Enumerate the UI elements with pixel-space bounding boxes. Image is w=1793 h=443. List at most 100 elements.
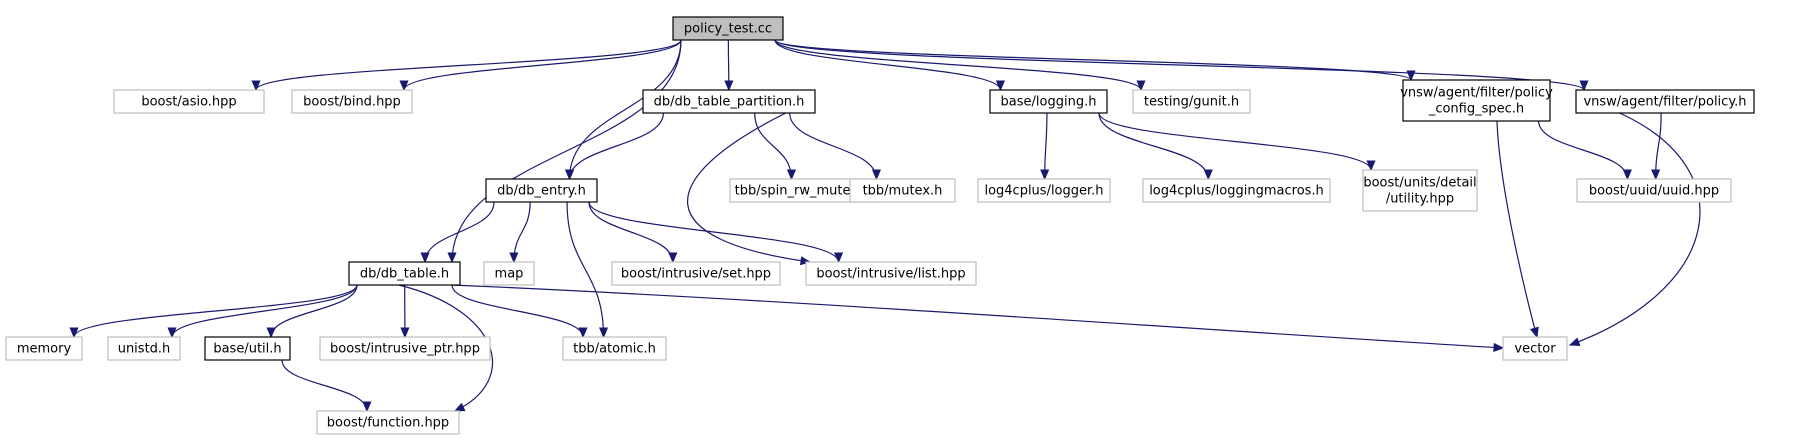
arrowhead-icon: [578, 327, 588, 339]
edge-base_logging-to-logger: [1040, 112, 1050, 181]
edge-line: [451, 39, 682, 263]
arrowhead-icon: [1651, 169, 1661, 181]
arrowhead-icon: [399, 80, 409, 92]
node-label: boost/asio.hpp: [141, 95, 236, 110]
node-map: map: [483, 261, 535, 286]
node-box: [1362, 169, 1478, 212]
arrowhead-icon: [565, 169, 575, 181]
node-box: [113, 89, 265, 114]
edge-line: [451, 284, 584, 338]
node-box: [1502, 336, 1568, 361]
edge-policy_config_spec-to-vector: [1496, 120, 1539, 339]
node-box: [849, 178, 956, 203]
node-box: [1142, 178, 1331, 203]
edge-db_table-to-tbb_atomic: [451, 284, 588, 339]
node-asio: boost/asio.hpp: [113, 89, 265, 114]
arrowhead-icon: [453, 402, 466, 412]
node-intrusive-set: boost/intrusive/set.hpp: [611, 261, 781, 286]
node-spin-rw-mutex: tbb/spin_rw_mutex.h: [729, 178, 876, 203]
edge-policy_config_spec-to-uuid: [1538, 120, 1632, 181]
arrowhead-icon: [400, 327, 410, 339]
arrowhead-icon: [251, 80, 261, 92]
node-box: [485, 178, 598, 203]
node-db-table[interactable]: db/db_table.h: [348, 261, 461, 286]
node-box: [805, 261, 977, 286]
arrowhead-icon: [668, 252, 678, 264]
edge-line: [789, 112, 878, 180]
node-tbb-atomic: tbb/atomic.h: [562, 336, 667, 361]
edge-base_logging-to-loggingmacros: [1098, 112, 1213, 181]
node-label: tbb/mutex.h: [863, 184, 943, 199]
arrowhead-icon: [1579, 80, 1589, 92]
node-loggingmacros: log4cplus/loggingmacros.h: [1142, 178, 1331, 203]
edge-policy_test-to-policy_config_spec: [774, 39, 1416, 82]
edge-line: [281, 359, 368, 412]
edge-line: [255, 39, 682, 91]
node-label: boost/intrusive_ptr.hpp: [330, 342, 480, 357]
arrowhead-icon: [266, 327, 276, 339]
node-db-entry[interactable]: db/db_entry.h: [485, 178, 598, 203]
arrowhead-icon: [871, 169, 882, 181]
arrowhead-icon: [447, 252, 457, 264]
edge-db_table-to-unistd: [167, 284, 358, 339]
edge-line: [1044, 112, 1048, 180]
edge-db_entry-to-intrusive_set: [588, 201, 678, 264]
node-box: [989, 89, 1108, 114]
arrowhead-icon: [786, 169, 797, 181]
arrowhead-icon: [1622, 169, 1632, 181]
edge-line: [451, 284, 1504, 349]
node-box: [1132, 89, 1251, 114]
arrowhead-icon: [69, 327, 79, 339]
edge-line: [1538, 120, 1628, 180]
arrowhead-icon: [509, 252, 519, 264]
node-box: [107, 336, 181, 361]
node-logger: log4cplus/logger.h: [977, 178, 1111, 203]
node-memory: memory: [5, 336, 83, 361]
edge-line: [588, 201, 840, 263]
node-policy-config-spec[interactable]: vnsw/agent/filter/policy_config_spec.h: [1400, 79, 1553, 122]
node-label: map: [495, 267, 524, 282]
arrowhead-icon: [724, 80, 734, 92]
node-box: [562, 336, 667, 361]
node-base-util[interactable]: base/util.h: [204, 336, 291, 361]
arrowhead-icon: [598, 327, 609, 339]
node-policy-h[interactable]: vnsw/agent/filter/policy.h: [1575, 89, 1755, 114]
edge-line: [774, 39, 1002, 91]
node-intrusive-ptr: boost/intrusive_ptr.hpp: [319, 336, 491, 361]
edges-layer: [69, 39, 1701, 413]
node-vector: vector: [1502, 336, 1568, 361]
edge-policy_test-to-db_table: [447, 39, 682, 264]
node-bind: boost/bind.hpp: [291, 89, 413, 114]
node-label: log4cplus/logger.h: [984, 184, 1103, 199]
node-box: [977, 178, 1111, 203]
edge-line: [1496, 120, 1538, 338]
edge-line: [403, 39, 682, 91]
node-label: tbb/atomic.h: [573, 342, 656, 357]
edge-policy_test-to-db_table_partition: [724, 39, 734, 92]
edge-db_entry-to-map: [509, 201, 531, 264]
node-box: [611, 261, 781, 286]
edge-line: [171, 284, 358, 338]
arrowhead-icon: [1366, 160, 1376, 172]
edge-db_table_partition-to-tbb_mutex: [789, 112, 882, 181]
node-label: base/logging.h: [1001, 95, 1097, 110]
node-boost-function: boost/function.hpp: [316, 410, 460, 435]
edge-policy_test-to-gunit: [774, 39, 1146, 92]
node-label: boost/function.hpp: [327, 416, 449, 431]
node-policy-test[interactable]: policy_test.cc: [672, 16, 784, 41]
arrowhead-icon: [1040, 169, 1050, 181]
node-db-table-partition[interactable]: db/db_table_partition.h: [642, 89, 816, 114]
arrowhead-icon: [420, 252, 430, 264]
edge-policy_test-to-asio: [251, 39, 682, 92]
node-box: [291, 89, 413, 114]
node-label: db/db_entry.h: [497, 184, 586, 199]
edge-line: [270, 284, 358, 338]
node-label: vnsw/agent/filter/policy.h: [1583, 95, 1746, 110]
node-label: base/util.h: [213, 342, 281, 357]
edge-line: [1655, 112, 1662, 180]
node-label: testing/gunit.h: [1144, 95, 1239, 110]
edge-line: [569, 112, 664, 180]
node-base-logging[interactable]: base/logging.h: [989, 89, 1108, 114]
node-box: [1575, 89, 1755, 114]
node-label: unistd.h: [118, 342, 171, 357]
